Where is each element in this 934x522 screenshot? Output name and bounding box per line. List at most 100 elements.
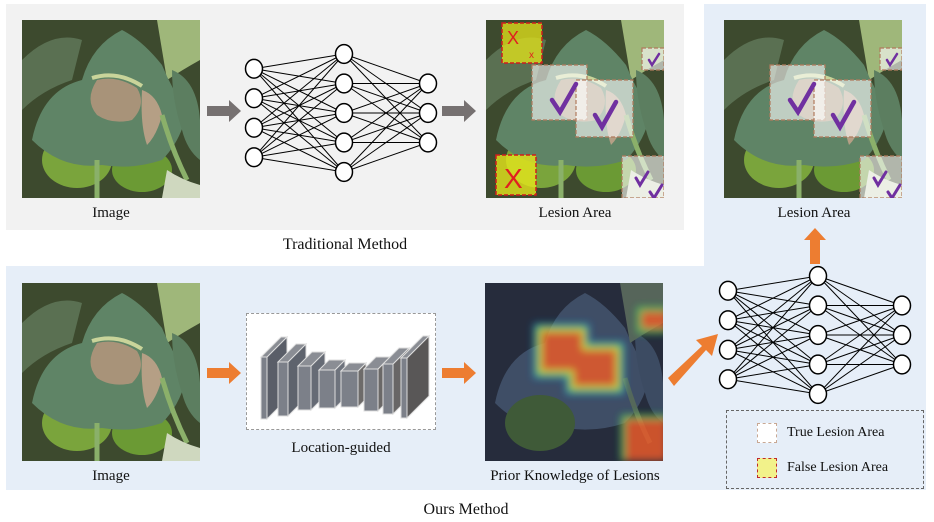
network-node <box>718 339 738 360</box>
checkmark-icon <box>648 183 664 198</box>
network-connection <box>343 112 429 173</box>
arrow-right-icon <box>207 362 241 384</box>
network-connection <box>253 83 345 158</box>
network-connection <box>727 334 819 380</box>
arrow-right-icon <box>442 100 476 122</box>
network-connection <box>253 53 345 158</box>
arrow-up-icon <box>804 228 826 264</box>
encoder-block <box>339 361 368 409</box>
network-node <box>334 102 354 124</box>
false-detection-box: X x <box>501 22 543 64</box>
legend: True Lesion Area False Lesion Area <box>726 410 924 489</box>
checkmark-icon <box>830 99 857 132</box>
prior-knowledge-heatmap <box>485 283 663 461</box>
network-connection <box>727 275 819 380</box>
network-connection <box>253 53 345 99</box>
network-node <box>334 43 354 65</box>
checkmark-icon <box>634 170 650 188</box>
network-connection <box>727 305 819 380</box>
prior-knowledge-label: Prior Knowledge of Lesions <box>490 468 660 484</box>
x-mark-icon: X <box>507 28 519 48</box>
checkmark-icon <box>549 81 579 117</box>
network-node <box>418 102 438 124</box>
x-mark-icon: x <box>529 50 534 61</box>
ours-output-image <box>724 20 902 198</box>
network-connection <box>817 305 903 395</box>
ours-method-title: Ours Method <box>423 501 509 518</box>
traditional-neural-network <box>244 43 438 183</box>
network-connection <box>343 53 429 84</box>
network-connection <box>253 112 345 158</box>
network-connection <box>817 364 903 395</box>
true-detection-box <box>769 47 902 198</box>
network-connection <box>727 275 819 292</box>
network-node <box>808 295 828 316</box>
arrow-right-icon <box>207 100 241 122</box>
network-connection <box>253 53 345 70</box>
traditional-method-title: Traditional Method <box>282 236 408 253</box>
network-node <box>244 58 264 79</box>
ours-input-image <box>22 283 200 461</box>
legend-item-false: False Lesion Area <box>757 458 888 478</box>
legend-false-label: False Lesion Area <box>787 460 889 475</box>
network-connection <box>343 142 429 173</box>
network-node <box>808 324 828 346</box>
false-detection-box: X <box>495 154 537 196</box>
network-node <box>244 117 264 138</box>
checkmark-icon <box>872 170 888 188</box>
arrow-right-icon <box>442 362 476 384</box>
network-connection <box>817 305 903 336</box>
network-connection <box>817 334 903 395</box>
network-connection <box>727 275 819 321</box>
network-node <box>808 265 828 287</box>
checkmark-icon <box>592 99 619 132</box>
traditional-output-image: X x X <box>486 20 664 198</box>
false-lesion-swatch <box>757 458 777 478</box>
network-node <box>334 161 354 183</box>
encoder-decoder-blocks <box>259 334 431 421</box>
network-node <box>892 354 912 375</box>
network-connection <box>343 83 429 114</box>
network-connection <box>343 83 429 143</box>
true-lesion-swatch <box>757 423 777 443</box>
legend-item-true: True Lesion Area <box>757 423 884 443</box>
arrow-up-right-icon <box>668 334 718 386</box>
network-node <box>418 73 438 94</box>
network-connection <box>253 53 345 129</box>
true-detection-box <box>531 47 664 198</box>
legend-true-label: True Lesion Area <box>787 425 885 440</box>
network-node <box>808 354 828 375</box>
network-node <box>334 132 354 153</box>
network-node <box>334 73 354 94</box>
network-connection <box>343 83 429 173</box>
checkmark-icon <box>886 183 902 198</box>
network-connection <box>727 364 819 380</box>
network-connection <box>253 142 345 158</box>
traditional-input-label: Image <box>92 205 130 221</box>
checkmark-icon <box>647 52 661 68</box>
network-connection <box>817 275 903 306</box>
network-connection <box>817 305 903 365</box>
ours-output-label: Lesion Area <box>777 205 851 221</box>
network-node <box>808 383 828 405</box>
checkmark-icon <box>787 81 817 117</box>
checkmark-icon <box>885 52 899 68</box>
network-connection <box>253 156 345 173</box>
encoder-block <box>399 334 431 420</box>
encoder-label: Location-guided <box>291 440 391 456</box>
network-node <box>718 310 738 331</box>
network-node <box>718 369 738 390</box>
network-node <box>718 280 738 301</box>
x-mark-icon: X <box>504 163 523 194</box>
network-node <box>244 147 264 168</box>
network-node <box>892 324 912 346</box>
network-node <box>418 132 438 153</box>
traditional-input-image <box>22 20 200 198</box>
ours-input-label: Image <box>92 468 130 484</box>
network-connection <box>727 275 819 351</box>
location-guided-encoder <box>246 313 436 430</box>
network-node <box>892 295 912 316</box>
network-node <box>244 88 264 109</box>
traditional-output-label: Lesion Area <box>538 205 612 221</box>
ours-neural-network <box>718 265 912 405</box>
